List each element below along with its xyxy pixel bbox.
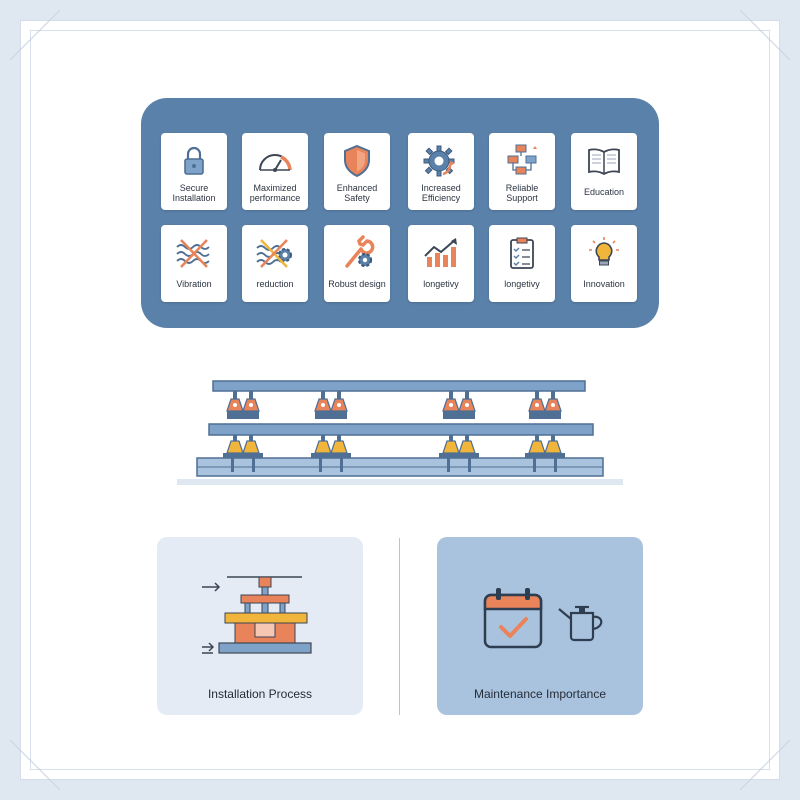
card-title: Maintenance Importance <box>473 687 607 701</box>
maintenance-importance-card[interactable]: Maintenance Importance <box>437 537 643 715</box>
gear-refresh-icon <box>418 141 464 181</box>
benefit-label: Innovation <box>583 279 625 289</box>
benefit-tile-reduction: reduction <box>242 225 308 302</box>
watering-can-icon <box>558 605 603 642</box>
section-divider <box>399 538 400 715</box>
flowchart-icon <box>499 141 545 181</box>
lock-icon <box>171 141 217 181</box>
rail-mount-assembly-illustration <box>177 380 623 485</box>
card-title: Installation Process <box>207 687 313 701</box>
benefit-tile-secure-installation: Secure Installation <box>161 133 227 210</box>
benefit-tile-enhanced-safety: Enhanced Safety <box>324 133 390 210</box>
benefit-tile-reliable-support: Reliable Support <box>489 133 555 210</box>
benefit-label: longetivy <box>504 279 540 289</box>
benefit-label: longetivy <box>423 279 459 289</box>
gauge-icon <box>252 141 298 181</box>
benefits-panel: Secure Installation Maximized performanc… <box>141 98 659 328</box>
benefit-label: Maximized performance <box>249 183 301 203</box>
benefit-tile-innovation: Innovation <box>571 225 637 302</box>
benefit-tile-checklist: longetivy <box>489 225 555 302</box>
benefit-tile-vibration: Vibration <box>161 225 227 302</box>
benefit-tile-maximized-performance: Maximized performance <box>242 133 308 210</box>
benefit-label: Education <box>583 187 625 197</box>
growth-chart-icon <box>418 233 464 273</box>
wrench-gear-icon <box>334 233 380 273</box>
calendar-check-icon <box>483 588 543 649</box>
benefit-label: Secure Installation <box>172 183 216 203</box>
shield-icon <box>334 141 380 181</box>
benefit-tile-growth: longetivy <box>408 225 474 302</box>
benefit-tile-increased-efficiency: Increased Efficiency <box>408 133 474 210</box>
benefit-label: Reliable Support <box>505 183 539 203</box>
vibration-crossed-icon <box>171 233 217 273</box>
book-icon <box>581 141 627 181</box>
installation-process-card[interactable]: Installation Process <box>157 537 363 715</box>
benefit-label: Enhanced Safety <box>336 183 378 203</box>
installation-press-icon <box>202 576 312 654</box>
benefit-label: Vibration <box>176 279 212 289</box>
lightbulb-icon <box>581 233 627 273</box>
benefit-label: Robust design <box>328 279 386 289</box>
benefit-tile-education: Education <box>571 133 637 210</box>
vibration-gear-crossed-icon <box>252 233 298 273</box>
benefit-label: reduction <box>256 279 294 289</box>
benefit-tile-robust-design: Robust design <box>324 225 390 302</box>
checklist-icon <box>499 233 545 273</box>
benefit-label: Increased Efficiency <box>421 183 461 203</box>
